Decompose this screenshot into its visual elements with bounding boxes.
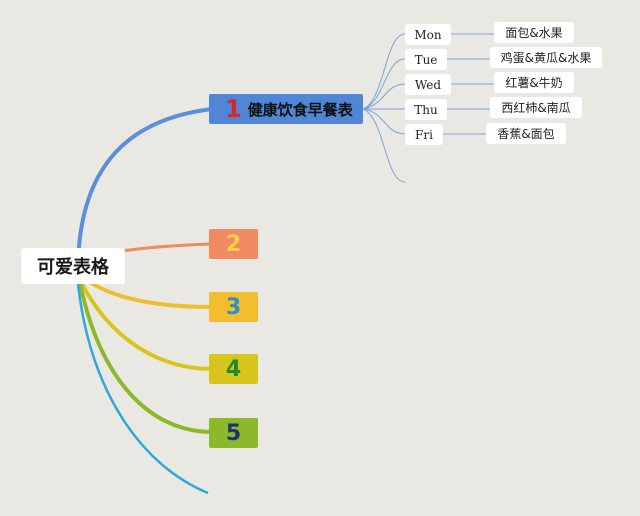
branch-2-node[interactable]: 2 [209, 229, 258, 259]
day-node[interactable]: Tue [405, 49, 447, 70]
connector-day [362, 108, 406, 183]
food-node[interactable]: 鸡蛋&黄瓜&水果 [490, 47, 602, 68]
branch-1-label: 健康饮食早餐表 [247, 100, 353, 119]
day-label: Thu [414, 102, 438, 117]
connector-empty-branch [76, 283, 209, 495]
day-label: Wed [414, 77, 442, 92]
food-label: 西红柿&南瓜 [501, 101, 571, 115]
branch-2-number: 2 [225, 231, 242, 257]
food-node[interactable]: 红薯&牛奶 [494, 72, 574, 93]
connector-branch-2 [121, 242, 213, 253]
food-node[interactable]: 西红柿&南瓜 [490, 97, 582, 118]
food-node[interactable]: 香蕉&面包 [486, 123, 566, 144]
connector-day [362, 33, 406, 110]
branch-4-node[interactable]: 4 [209, 354, 258, 384]
connector-day [362, 58, 406, 110]
branch-3-node[interactable]: 3 [209, 292, 258, 322]
branch-1-node[interactable]: 1 健康饮食早餐表 [209, 94, 363, 124]
connector-branch-4 [78, 279, 213, 371]
connector-branch-1 [76, 107, 213, 266]
branch-5-node[interactable]: 5 [209, 418, 258, 448]
food-label: 鸡蛋&黄瓜&水果 [500, 51, 592, 65]
branch-5-number: 5 [225, 420, 242, 446]
branch-4-number: 4 [225, 356, 242, 382]
day-label: Tue [414, 52, 438, 67]
day-node[interactable]: Fri [405, 124, 443, 145]
connector-day [362, 83, 406, 110]
food-node[interactable]: 面包&水果 [494, 22, 574, 43]
day-node[interactable]: Wed [405, 74, 451, 95]
connector-day [362, 108, 406, 135]
root-label: 可爱表格 [37, 257, 109, 278]
day-label: Fri [415, 127, 433, 142]
connector-branch-5 [78, 282, 213, 434]
root-node[interactable]: 可爱表格 [21, 248, 125, 284]
day-node[interactable]: Thu [405, 99, 447, 120]
food-label: 香蕉&面包 [497, 127, 555, 141]
food-label: 面包&水果 [505, 26, 563, 40]
food-label: 红薯&牛奶 [505, 76, 563, 90]
branch-3-number: 3 [225, 294, 242, 320]
schedule-connectors [362, 33, 494, 183]
branch-1-number: 1 [225, 95, 242, 123]
day-label: Mon [414, 27, 442, 42]
day-node[interactable]: Mon [405, 24, 451, 45]
